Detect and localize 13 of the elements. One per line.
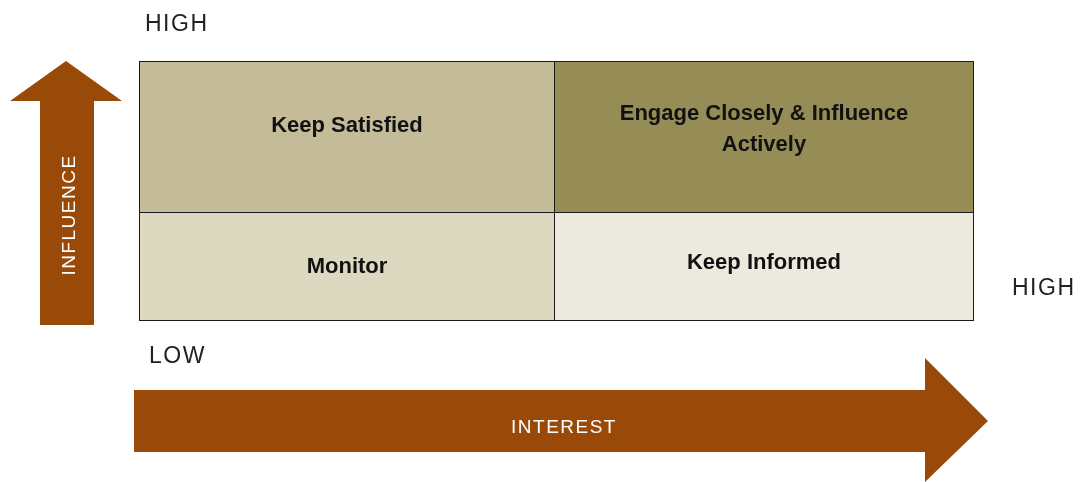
quadrant-title: Engage Closely & Influence Actively — [618, 99, 910, 158]
axis-label: INTEREST — [511, 416, 617, 438]
quadrant-title: Keep Satisfied — [271, 110, 423, 139]
quadrant-title: Monitor — [306, 252, 388, 281]
axis-label: HIGH — [1012, 274, 1076, 301]
quadrant-cell — [139, 212, 555, 321]
quadrant-cell — [554, 61, 974, 213]
axis-label: INFLUENCE — [58, 154, 80, 276]
quadrant-cell — [554, 212, 974, 321]
axis-label: LOW — [149, 342, 206, 369]
quadrant-title: Keep Informed — [687, 248, 841, 277]
axis-label: HIGH — [145, 10, 209, 37]
quadrant-cell — [139, 61, 555, 213]
